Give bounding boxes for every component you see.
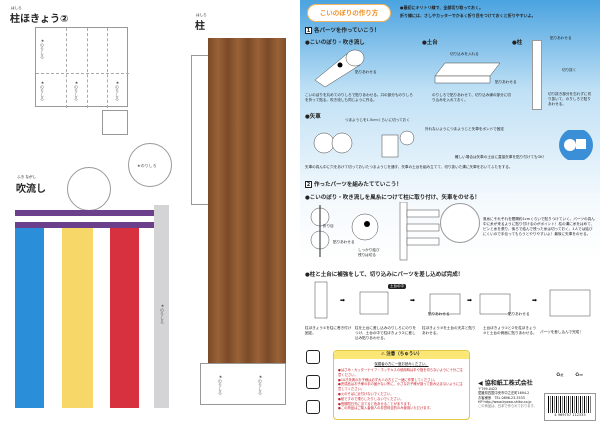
yaguruma-tip-circle — [559, 130, 593, 160]
note: 外れないようにつまようじと矢車をボンドで固定 — [425, 127, 504, 131]
note: 切り抜く — [562, 68, 577, 72]
note: 貼りあわせる — [355, 70, 377, 74]
caution-item: ●紙ですので濡らしたりしないでください。 — [338, 396, 404, 401]
yaguruma-desc: 矢車の真ん中に穴をあけて切っておいたつまようじを通す。矢車の土台を組み立てて、切… — [305, 165, 513, 169]
glue-label: ★のりしろ — [74, 80, 79, 101]
glue-label: ★のりしろ — [115, 80, 120, 101]
caution-item: ●はさみ・カッターナイフ・ホッチキスの使用時は手や指を切らないように十分ご注意く… — [338, 368, 463, 377]
cutout-hashira-hokyo: ★のりしろ ★のりしろ ★のりしろ ★のりしろ — [35, 27, 129, 108]
caution-list: ●はさみ・カッターナイフ・ホッチキスの使用時は手や指を切らないように十分ご注意く… — [334, 368, 469, 411]
part-title-fukinagashi: 吹流し — [16, 184, 46, 195]
svg-text:➡: ➡ — [410, 297, 415, 304]
step-caption: 柱を土台に差し込みのりしろにのりをつけ、土台の中で柱ほきょう②に差し込み貼りあわ… — [355, 326, 417, 340]
warning-icon — [306, 350, 320, 364]
koi-heading: ●こいのぼり・吹き流し — [305, 40, 365, 46]
step2-desc: 風糸にそれぞれを間隔約1cmくらいで貼りつけていく。パーツの真ん中に糸が来るよう… — [483, 217, 595, 236]
glue-label: ★のりしろ — [160, 303, 165, 324]
dodai-illustration — [434, 62, 501, 84]
company-logo-icon: ◀ — [478, 380, 485, 387]
note: つまようじを1.5cmくらいに切っておく — [345, 118, 410, 122]
note: 貼りあわせる — [508, 312, 530, 316]
step-caption: 柱ほきょう③を土台の天井と貼りあわせる。 — [422, 326, 476, 335]
caution-item: ●長期間日光に当てると色あせることがあります。 — [338, 401, 414, 406]
barcode-number: 4 969757 112333 — [554, 413, 586, 417]
note: 難しい場合は矢車の土台に直接矢車を貼り付けてもOK！ — [455, 155, 547, 159]
title-badge: こいのぼりの作り方 — [308, 5, 390, 21]
koi-desc: こいのぼりを丸めてのりしろで貼りあわせる。口の部分ものりしろを折って貼る。吹き流… — [305, 93, 413, 102]
instructions-panel: こいのぼりの作り方 ●最初にキリトリ線で、全部切り取っておく。 折り線には、さし… — [300, 0, 600, 428]
assembly-illustration — [310, 202, 440, 261]
step-caption: パーツを差し込んで完成！ — [540, 330, 583, 334]
caution-box: ⚠ 注意（ちゅうい） 保護者の方に一度お読みください。 ●はさみ・カッターナイフ… — [333, 350, 470, 420]
warning-icon — [306, 400, 320, 414]
warning-icon — [306, 375, 320, 389]
ruby: はしら — [196, 13, 207, 17]
recycle-mark-paper: ♻紙 — [556, 372, 564, 378]
ruby: はしら — [11, 6, 22, 10]
note: しっかり結び 残りは切る — [358, 248, 380, 257]
cutout-tab — [102, 110, 128, 135]
ruby: ふき ながし — [17, 175, 37, 179]
note: 貼りあわせる — [495, 80, 517, 84]
yaguruma-heading: ●矢車 — [305, 114, 321, 120]
intro-line: ●最初にキリトリ線で、全部切り取っておく。 — [400, 5, 484, 10]
detail-circle — [440, 203, 480, 243]
caution-item: ●火のそばに近付けないでください。 — [338, 391, 394, 396]
part-title-hashira-hokyo: 柱ほきょう② — [10, 14, 69, 25]
barcode: 4 969757 112333 — [544, 393, 596, 421]
step-caption: 土台ほきょう①と②を柱ほきょう③と土台の側面に貼りあわせる。 — [483, 326, 537, 335]
part-title-hashira: 柱 — [195, 21, 205, 32]
hashira-sheet — [208, 38, 286, 163]
glue-label: ★のりしろ — [218, 374, 223, 395]
svg-text:➡: ➡ — [340, 297, 345, 304]
glue-label: ★のりしろ — [40, 80, 45, 101]
page-title: こいのぼりの作り方 — [319, 9, 379, 17]
caution-item: ●10才未満のお子様は必ず大人の方とご一緒に作業してください。 — [338, 377, 438, 382]
hashira-desc: 切り抜き部分を忘れずに切り抜いて、のりしろで貼りあわせる。 — [548, 92, 592, 106]
glue-label: ★のりしろ — [258, 374, 263, 395]
step2-sub2: ●柱と土台に補強をして、切り込みにパーツを差し込めば完成！ — [305, 272, 464, 278]
note: 貼りあわせる — [550, 36, 572, 40]
inside-badge: 土台の中 — [388, 284, 406, 289]
caution-item: ●この商品はご購入者個人の非営利目的のみ使用いただけます。 — [338, 406, 433, 411]
glue-label: ★のりしろ — [40, 38, 45, 59]
note: 切り込みを入れる — [450, 52, 479, 56]
final-steps-illustration: ➡ ➡ ➡ ➡ — [314, 281, 591, 319]
koi-illustration — [314, 49, 365, 88]
svg-text:➡: ➡ — [532, 297, 537, 304]
svg-text:➡: ➡ — [467, 297, 472, 304]
note: 貼りあわせる — [428, 312, 450, 316]
caution-title: ⚠ 注意（ちゅうい） — [334, 351, 469, 359]
glue-flap — [191, 55, 208, 205]
step-caption: 柱ほきょう①を柱に巻き付け固定。 — [305, 326, 352, 335]
cutout-circle: ★のりしろ — [128, 143, 172, 187]
caution-lead: 保護者の方に一度お読みください。 — [374, 362, 429, 366]
glue-tabs: ★のりしろ ★のりしろ — [200, 363, 286, 405]
fukinagashi-sheet: ★のりしろ — [15, 203, 169, 410]
dodai-desc: のりしろで貼りあわせて、切り込み線の部分に切り込みを入れておく。 — [432, 93, 511, 102]
company-name: ◀ 協和紙工株式会社 — [478, 380, 533, 387]
hashira-illustration — [532, 40, 542, 110]
note: 貼りあわせる — [333, 240, 355, 244]
yaguruma-illustration — [313, 130, 415, 158]
intro-line: 折り線には、さしやカッターでかるく折り目をつけておくと折りやすいよ。 — [400, 13, 536, 18]
step2-sub1: ●こいのぼり・吹き流しを風糸につけて柱に取り付け、矢車をのせる！ — [305, 195, 481, 201]
dodai-heading: ●土台 — [422, 40, 438, 46]
caution-item: ●完成品はお子様の手の届かない所に、小さなお子様が誤って飲み込まないように注意し… — [338, 382, 463, 392]
note: 折り目 — [323, 224, 334, 228]
recycle-mark-pp: ♻PP — [575, 372, 584, 378]
hashira-heading: ●柱 — [512, 40, 523, 46]
